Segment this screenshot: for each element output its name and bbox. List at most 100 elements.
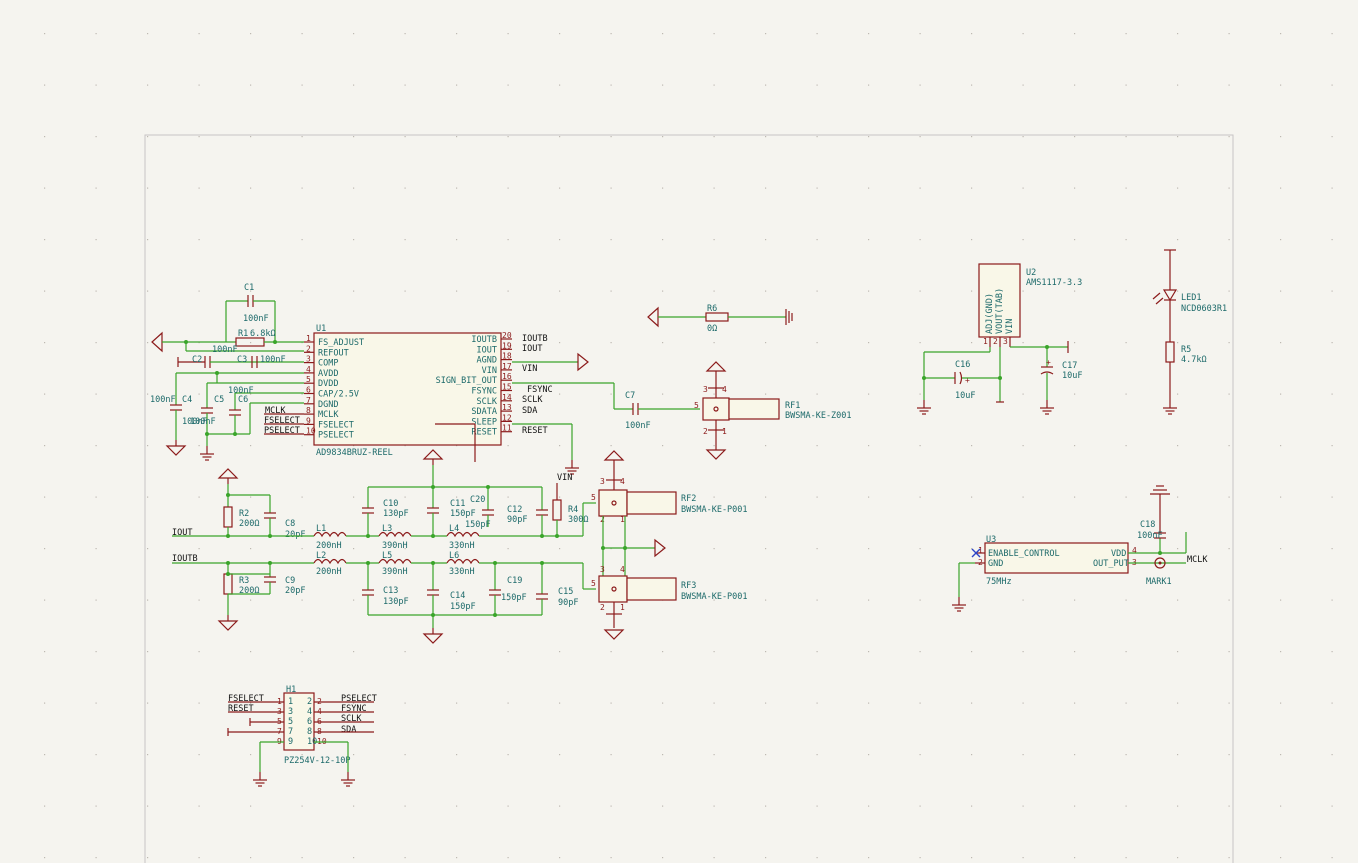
u1-pin-num-7: 7 [306, 396, 311, 405]
led1-value: NCD0603R1 [1181, 304, 1227, 314]
c15-value: 90pF [558, 598, 578, 608]
r5-ref: R5 [1181, 345, 1191, 355]
u1-value: AD9834BRUZ-REEL [316, 448, 393, 458]
u2-ref: U2 [1026, 268, 1036, 278]
c8-ref: C8 [285, 519, 295, 529]
c4-ref: C4 [182, 395, 192, 405]
l1-value: 200nH [316, 541, 342, 551]
u1-pin-7: DGND [318, 400, 338, 410]
agnd-left-triangle-icon [151, 331, 163, 353]
sheet-frame [144, 134, 1234, 863]
c11-ref: C11 [450, 499, 465, 509]
u2-value: AMS1117-3.3 [1026, 278, 1082, 288]
c19-value: 150pF [501, 593, 527, 603]
led1-indicator[interactable]: LED1 NCD0603R1 [1152, 249, 1227, 342]
svg-text:+: + [965, 376, 970, 385]
net-ioutb-label: IOUTB [172, 554, 198, 564]
c10-ref: C10 [383, 499, 398, 509]
r5-resistor[interactable]: R5 4.7kΩ [1162, 341, 1207, 415]
r6-resistor[interactable]: R6 0Ω [647, 304, 793, 334]
rf1-value: BWSMA-KE-Z001 [785, 411, 852, 421]
u3-network: C18 100nF MARK1 MCLK [951, 485, 1208, 612]
h1-net-fselect: FSELECT [228, 694, 264, 704]
mark1-testpoint-icon [1154, 557, 1166, 569]
h1-net-pselect: PSELECT [341, 694, 377, 704]
svg-text:3: 3 [600, 477, 605, 486]
u2-pin-adj: ADJ(GND) [985, 293, 995, 334]
filter-network: R2 200Ω C8 20pF IOUT L1 200nH L3 390nH L… [172, 449, 596, 644]
h1-net-fsync: FSYNC [341, 704, 367, 714]
c6-ref: C6 [238, 395, 248, 405]
u1-pin-num-16: 16 [502, 372, 512, 381]
c1-value: 100nF [243, 314, 269, 324]
u1-pin-num-19: 19 [502, 341, 512, 350]
net-mclk-u3: MCLK [1187, 555, 1208, 565]
h1-pin-inner-7: 7 [288, 727, 293, 737]
u1-right-nets: IOUTB IOUT VIN FSYNC SCLK SDA RESET [512, 334, 615, 475]
svg-text:3: 3 [600, 565, 605, 574]
agnd-triangle-icon [577, 352, 589, 372]
svg-text:2: 2 [703, 427, 708, 436]
u1-pin-6: CAP/2.5V [318, 390, 359, 400]
svg-text:4: 4 [620, 565, 625, 574]
u2-pin-3: 3 [1003, 337, 1008, 346]
h1-ref: H1 [286, 685, 296, 695]
u1-pin-num-8: 8 [306, 406, 311, 415]
l2-ref: L2 [316, 551, 326, 561]
u2-pin-1: 1 [983, 337, 988, 346]
l4-value: 330nH [449, 541, 475, 551]
l5-ref: L5 [382, 551, 392, 561]
l3-ref: L3 [382, 524, 392, 534]
u1-pin-20: IOUTB [471, 335, 497, 345]
c19-ref: C19 [507, 576, 522, 586]
u1-pin-13: SDATA [471, 407, 497, 417]
u1-pin-19: IOUT [477, 345, 497, 355]
c5-ref: C5 [214, 395, 224, 405]
u1-pin-num-10: 10 [306, 427, 316, 436]
c7-capacitor[interactable]: C7 100nF [614, 391, 700, 431]
u1-pin-num-11: 11 [502, 424, 512, 433]
u2-regulator[interactable]: U2 AMS1117-3.3 ADJ(GND) VOUT(TAB) VIN 1 … [978, 263, 1082, 347]
r3-ref: R3 [239, 576, 249, 586]
u1-pin-1: FS_ADJUST [318, 338, 364, 348]
net-iout-label: IOUT [172, 528, 192, 538]
c14-ref: C14 [450, 591, 465, 601]
u1-pin-12: SLEEP [471, 417, 497, 427]
h1-pin-inner-2: 2 [307, 697, 312, 707]
l6-value: 330nH [449, 567, 475, 577]
u1-pin-num-9: 9 [306, 416, 311, 425]
rf3-ref: RF3 [681, 581, 696, 591]
u3-value: 75MHz [986, 577, 1012, 587]
net-vin-r4: VIN [557, 473, 572, 483]
c3-value: 100nF [260, 355, 286, 365]
r1-ref: R1 [238, 329, 248, 339]
c11-value: 150pF [450, 509, 476, 519]
u3-pin-4: 4 [1132, 546, 1137, 555]
led1-ref: LED1 [1181, 293, 1201, 303]
svg-text:5: 5 [591, 493, 596, 502]
u1-pin-4: AVDD [318, 369, 338, 379]
u1-pin-num-14: 14 [502, 393, 512, 402]
u1-pin-3: COMP [318, 359, 338, 369]
net-reset-u1: RESET [522, 426, 548, 436]
svg-text:1: 1 [722, 427, 727, 436]
u1-pin-5: DVDD [318, 379, 338, 389]
c3-ref: C3 [237, 355, 247, 365]
grid-dots [44, 33, 1333, 859]
u3-pin-vdd: VDD [1111, 549, 1126, 559]
svg-text:+: + [1046, 358, 1051, 367]
h1-pin-inner-1: 1 [288, 697, 293, 707]
u1-pin-num-2: 2 [306, 344, 311, 353]
filter-gnd-triangle-icon [422, 633, 444, 644]
c16-ref: C16 [955, 360, 970, 370]
mark1-ref: MARK1 [1146, 577, 1172, 587]
net-fsync-u1: FSYNC [527, 385, 553, 395]
u3-oscillator[interactable]: U3 75MHz ENABLE_CONTROL GND VDD OUT_PUT … [971, 535, 1137, 587]
u2-pin-vout: VOUT(TAB) [995, 288, 1005, 334]
u1-pin-num-15: 15 [502, 383, 512, 392]
